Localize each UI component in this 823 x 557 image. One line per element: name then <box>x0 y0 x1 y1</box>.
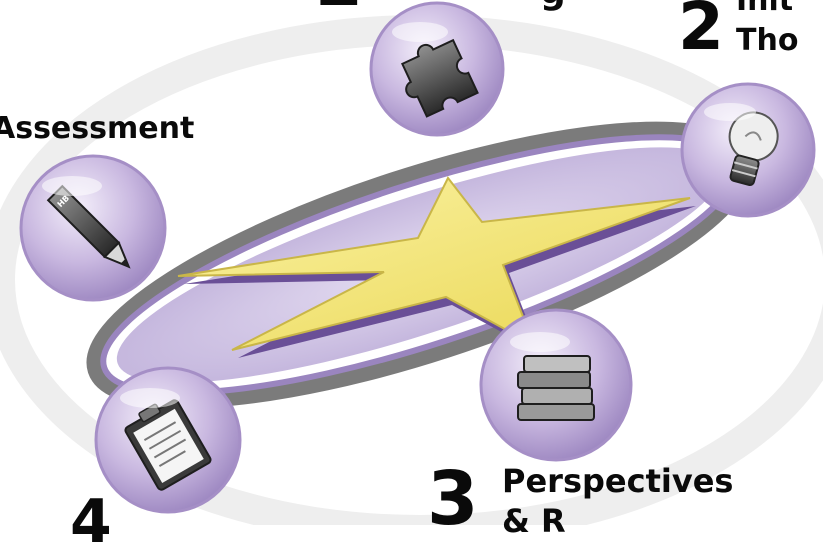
step-1-label: g <box>540 0 566 10</box>
step-2-line-2: Tho <box>736 23 799 58</box>
step-3-number: 3 <box>427 456 479 542</box>
step-3-line-2: & R <box>502 502 566 540</box>
step-1-number: 1 <box>312 0 362 16</box>
clipboard-bubble <box>94 366 242 514</box>
books-bubble <box>479 308 633 462</box>
step-4-number: 4 <box>70 487 112 557</box>
pencil-bubble: HB <box>19 154 167 302</box>
step-2-number: 2 <box>678 0 724 65</box>
light-bulb-icon <box>728 111 779 187</box>
puzzle-bubble <box>369 1 505 137</box>
clipboard-icon <box>124 399 212 491</box>
lightbulb-bubble <box>680 82 816 218</box>
star <box>177 176 696 358</box>
step-3-line-1: Perspectives <box>502 462 734 500</box>
diagram-graphic: HB <box>0 1 823 525</box>
puzzle-piece-icon <box>400 38 479 118</box>
pencil-icon: HB <box>46 184 131 269</box>
step-2-line-1: Init <box>736 0 794 18</box>
assessment-label: Assessment <box>0 111 195 146</box>
books-icon <box>517 355 595 421</box>
